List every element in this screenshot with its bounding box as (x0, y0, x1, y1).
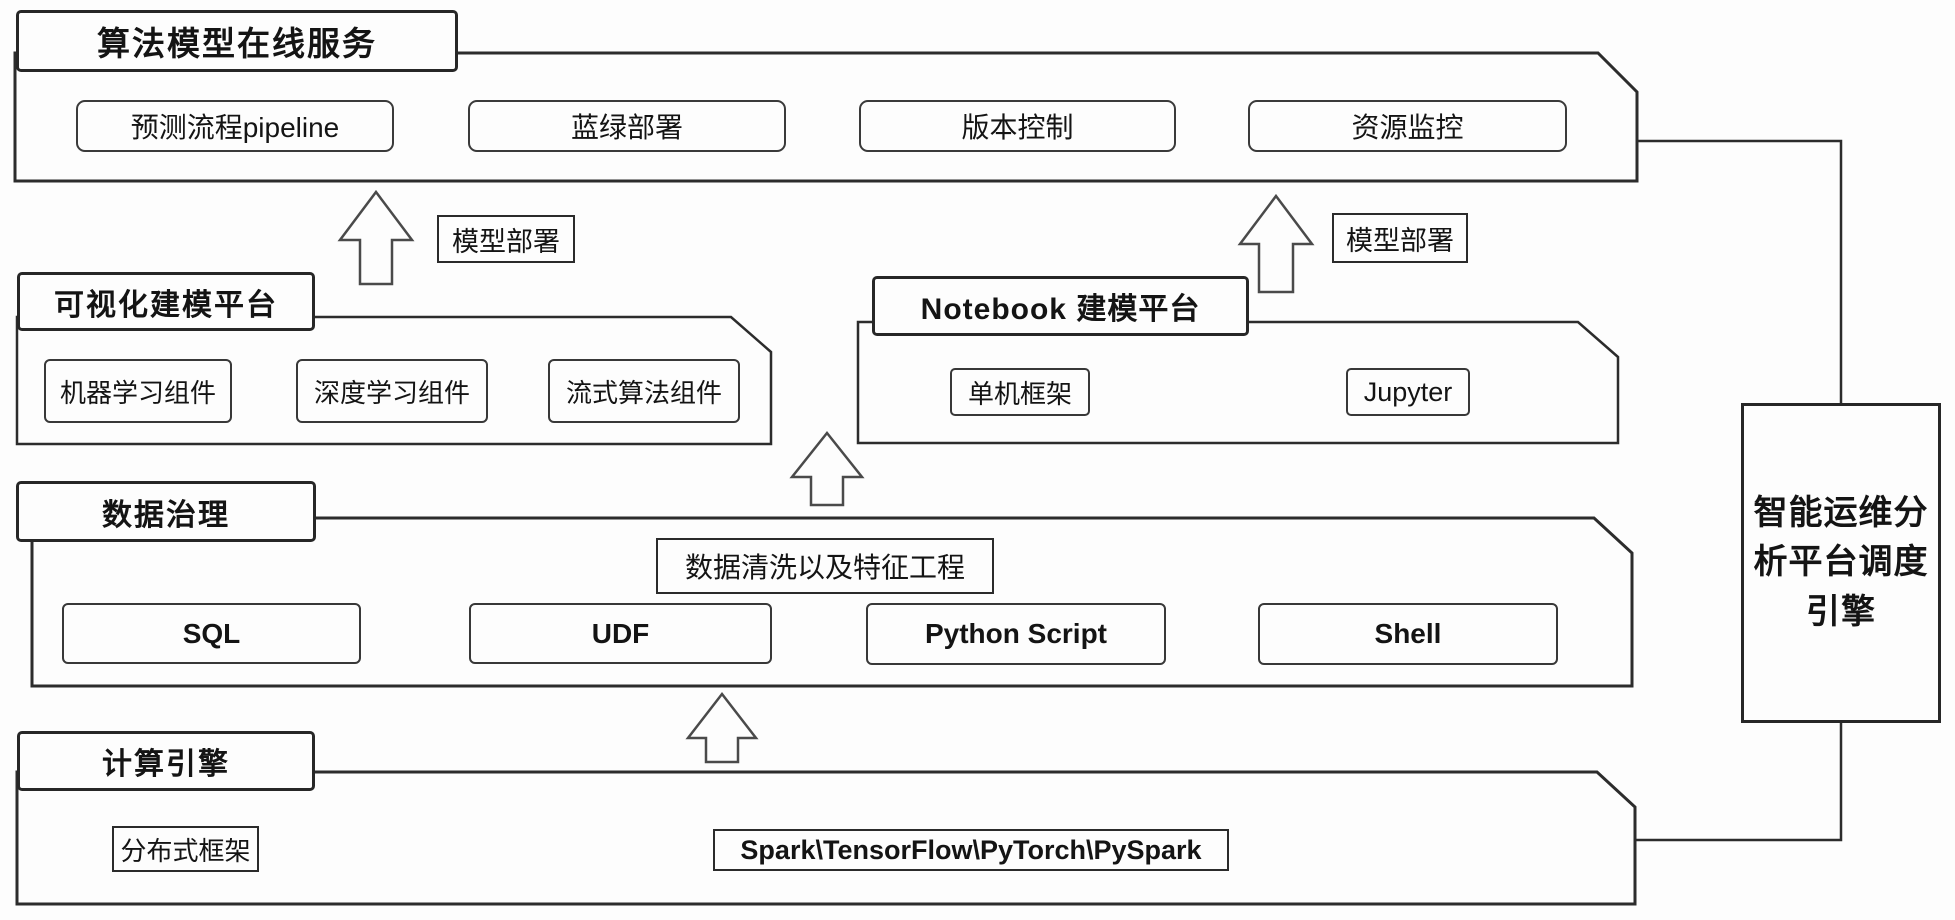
box-machine-learning-components: 机器学习组件 (44, 359, 232, 423)
arrow-up-deploy-right (1237, 193, 1315, 294)
scheduler-engine-label: 智能运维分析平台调度引擎 (1753, 494, 1929, 631)
data-governance-title: 数据治理 (16, 481, 316, 542)
box-jupyter: Jupyter (1346, 368, 1470, 416)
compute-engine-title: 计算引擎 (17, 731, 315, 791)
box-resource-monitor: 资源监控 (1248, 100, 1567, 152)
deploy-left-label: 模型部署 (437, 215, 575, 263)
visual-modeling-title: 可视化建模平台 (17, 272, 315, 331)
distributed-framework-label: 分布式框架 (112, 826, 259, 872)
scheduler-engine-box: 智能运维分析平台调度引擎 (1741, 403, 1941, 723)
box-python-script: Python Script (866, 603, 1166, 665)
arrow-up-deploy-left (337, 189, 415, 286)
data-cleaning-feature-engineering-label: 数据清洗以及特征工程 (656, 538, 994, 594)
online-service-container (13, 51, 1639, 183)
box-sql: SQL (62, 603, 361, 664)
data-governance-container (30, 516, 1634, 688)
box-standalone-framework: 单机框架 (950, 368, 1090, 416)
box-version-control: 版本控制 (859, 100, 1176, 152)
box-shell: Shell (1258, 603, 1558, 665)
arrow-up-feature-engineering (789, 430, 865, 507)
box-blue-green-deploy: 蓝绿部署 (468, 100, 786, 152)
box-deep-learning-components: 深度学习组件 (296, 359, 488, 423)
notebook-title: Notebook 建模平台 (872, 276, 1249, 336)
deploy-right-label: 模型部署 (1332, 213, 1468, 263)
frameworks-label: Spark\TensorFlow\PyTorch\PySpark (713, 829, 1229, 871)
connector-online-service-to-scheduler (1637, 139, 1843, 403)
connector-scheduler-to-compute-engine (1635, 723, 1843, 842)
box-streaming-algorithm-components: 流式算法组件 (548, 359, 740, 423)
online-service-title: 算法模型在线服务 (16, 10, 458, 72)
arrow-up-compute-to-data (685, 691, 759, 764)
box-prediction-pipeline: 预测流程pipeline (76, 100, 394, 152)
box-udf: UDF (469, 603, 772, 664)
